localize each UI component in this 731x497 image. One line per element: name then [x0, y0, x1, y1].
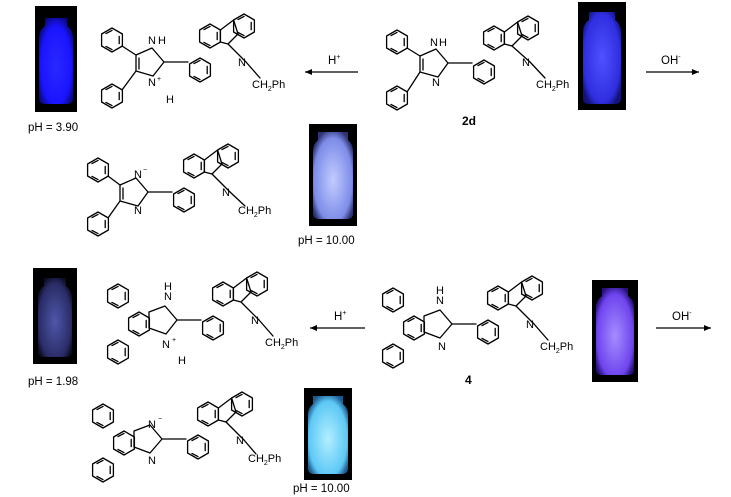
svg-text:N: N [430, 37, 438, 49]
arrow-row1-acid [305, 69, 358, 75]
reagent-base-row1: OH- [661, 54, 681, 67]
svg-text:CH2Ph: CH2Ph [248, 453, 281, 467]
svg-text:N: N [148, 35, 156, 47]
svg-text:+: + [157, 76, 161, 83]
svg-text:N: N [522, 57, 530, 69]
svg-text:CH2Ph: CH2Ph [540, 341, 573, 355]
svg-text:−: − [158, 416, 162, 423]
svg-text:CH2Ph: CH2Ph [238, 205, 271, 219]
svg-text:H: H [158, 35, 166, 47]
svg-text:CH2Ph: CH2Ph [265, 337, 298, 351]
vial-photo-row1-acid [35, 6, 77, 112]
svg-text:H: H [164, 281, 172, 293]
svg-text:N: N [148, 419, 156, 431]
svg-text:N: N [162, 339, 170, 351]
svg-text:H: H [178, 355, 186, 367]
ph-label-row1-base: pH = 10.00 [298, 235, 355, 247]
svg-text:N: N [148, 455, 156, 467]
svg-text:N: N [164, 291, 172, 303]
structure-4-neutral: N H N N CH2Ph [381, 276, 573, 369]
svg-text:+: + [172, 337, 176, 344]
svg-text:N: N [236, 435, 244, 447]
vial-photo-row1-neutral [578, 2, 626, 110]
svg-text:H: H [436, 285, 444, 297]
arrow-row1-base [646, 69, 699, 75]
reagent-acid-row2: H+ [334, 310, 346, 323]
structure-2d-deprotonated: N − N N CH2Ph [86, 144, 271, 237]
structure-2d-protonated: N H N + H N CH2Ph [100, 14, 285, 109]
reagent-acid-row1: H+ [328, 54, 340, 67]
svg-text:N: N [134, 205, 142, 217]
svg-text:−: − [143, 167, 147, 174]
svg-text:N: N [436, 295, 444, 307]
svg-text:CH2Ph: CH2Ph [252, 79, 285, 93]
svg-text:N: N [438, 341, 446, 353]
structure-4-deprotonated: N − N N CH2Ph [91, 392, 281, 483]
ph-label-row1-acid: pH = 3.90 [28, 122, 78, 134]
svg-text:CH2Ph: CH2Ph [536, 79, 569, 93]
structure-4-protonated: N H N + H N CH2Ph [106, 272, 298, 367]
compound-label-4: 4 [465, 373, 472, 387]
ph-label-row2-acid: pH = 1.98 [28, 376, 78, 388]
svg-text:N: N [134, 169, 142, 181]
vial-photo-row1-base [309, 124, 357, 226]
ph-label-row2-base: pH = 10.00 [293, 483, 350, 495]
svg-text:H: H [439, 37, 447, 49]
arrow-row2-base [656, 325, 711, 331]
svg-text:N: N [526, 319, 534, 331]
svg-text:N: N [432, 77, 440, 89]
structure-2d-neutral: N H N N CH2Ph [385, 16, 569, 111]
reagent-base-row2: OH- [672, 310, 692, 323]
arrow-row2-acid [310, 325, 365, 331]
vial-photo-row2-neutral [592, 280, 638, 382]
svg-text:N: N [238, 57, 246, 69]
svg-text:N: N [222, 187, 230, 199]
compound-label-2d: 2d [462, 114, 476, 128]
svg-text:N: N [148, 77, 156, 89]
vial-photo-row2-acid [33, 268, 77, 364]
svg-text:H: H [166, 94, 174, 106]
vial-photo-row2-base [304, 388, 352, 480]
svg-text:N: N [251, 315, 259, 327]
